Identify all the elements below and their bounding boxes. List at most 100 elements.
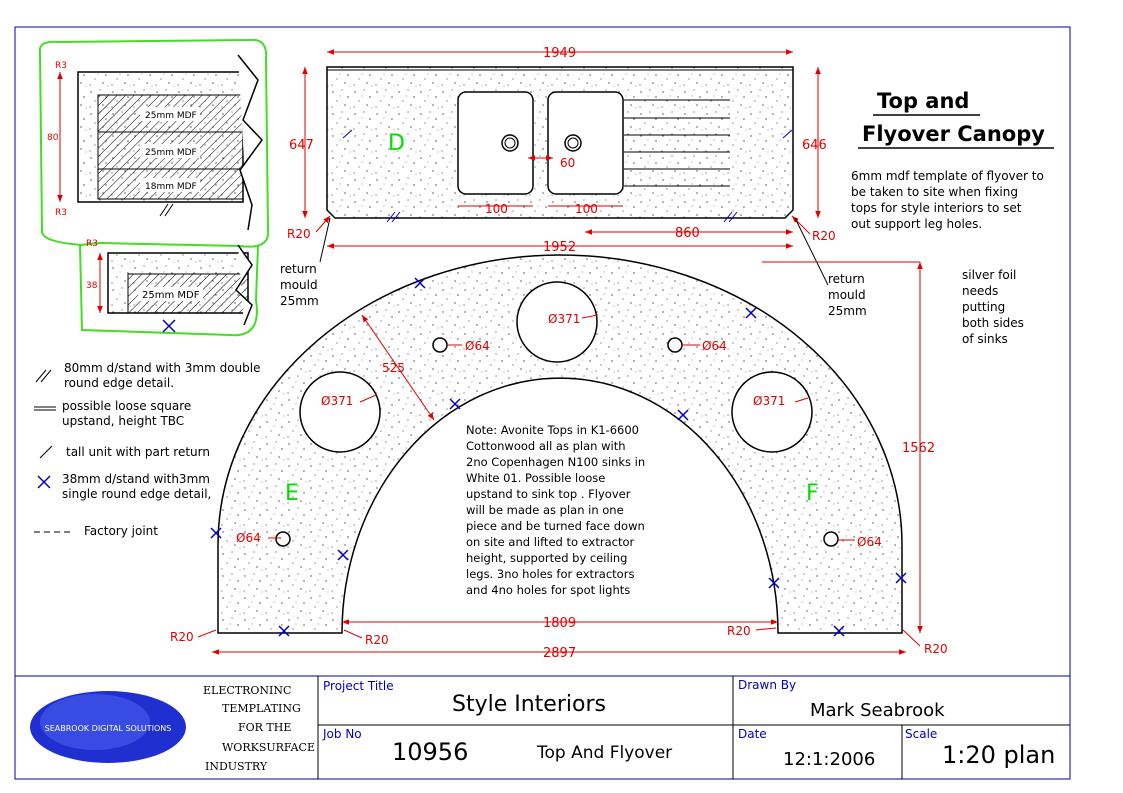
main-note-5: upstand to sink top . Flyover [466, 487, 631, 501]
return-mould-right-3: 25mm [828, 304, 867, 318]
dim-647: 647 [289, 138, 314, 153]
company-line-1: ELECTRONINC [203, 684, 291, 697]
project-title: Style Interiors [452, 692, 606, 717]
legend-2-line1: possible loose square [62, 399, 191, 413]
detail1-symbol-b [164, 203, 174, 217]
date-label: Date [738, 727, 767, 741]
sink-right-waste [564, 134, 582, 152]
legend-1-line1: 80mm d/stand with 3mm double [64, 361, 260, 375]
dim-1562: 1562 [902, 441, 935, 456]
main-note-3: 2no Copenhagen N100 sinks in [466, 455, 645, 469]
main-note-8: on site and lifted to extractor [466, 535, 635, 549]
template-note-3: tops for style interiors to set [851, 201, 1022, 215]
company-line-2: TEMPLATING [222, 702, 301, 715]
company-line-3: FOR THE [238, 721, 291, 734]
hole-left-leader [359, 394, 377, 403]
detail1-height: 80 [47, 133, 59, 143]
main-note-1: Note: Avonite Tops in K1-6600 [466, 423, 639, 437]
dim-525: 525 [382, 361, 405, 375]
sheet-frame [14, 26, 1071, 780]
detail2-height: 38 [86, 281, 98, 291]
d-tall-unit-right [782, 129, 793, 139]
worktop-d [302, 49, 829, 286]
project-title-label: Project Title [323, 679, 394, 693]
return-mould-left-2: mould [280, 278, 318, 292]
detail1-layer2-label: 25mm MDF [145, 148, 197, 158]
detail1-label-bg2 [140, 144, 200, 158]
company-line-5: INDUSTRY [205, 760, 268, 773]
r20-inner-left: R20 [365, 633, 389, 647]
r20-top-left-leader [315, 215, 331, 233]
detail1-layer1-label: 25mm MDF [145, 111, 197, 121]
sink-left-waste [501, 134, 519, 152]
r20-outer-right: R20 [924, 642, 948, 656]
sink-right [547, 91, 624, 195]
flyover-arc [197, 254, 923, 655]
legend-double-slash-b [40, 369, 52, 383]
detail2-r-top: R3 [86, 239, 98, 249]
detail1-symbol-a [159, 203, 169, 217]
detail1-r-top: R3 [55, 61, 67, 71]
return-mould-right-1: return [828, 272, 865, 286]
scale-label: Scale [905, 727, 937, 741]
dim-525-line [361, 314, 435, 421]
sink-left [457, 91, 534, 195]
detail1-layer3-label: 18mm MDF [145, 182, 197, 192]
edge-detail-group [38, 38, 270, 337]
return-mould-right-leader [794, 217, 829, 286]
d-edge-mark-a [386, 211, 396, 223]
detail2-layer-label: 25mm MDF [142, 290, 200, 301]
extractor-hole-right [731, 371, 813, 453]
spot-bottom-left-dim: Ø64 [236, 531, 261, 545]
detail2-cross-b [162, 319, 176, 333]
detail2-label-bg [138, 287, 203, 301]
logo-text: SEABROOK DIGITAL SOLUTIONS [45, 724, 172, 733]
r20-outer-right-leader [902, 629, 921, 647]
template-note-2: be taken to site when fixing [851, 185, 1018, 199]
spot-hole-bottom-right [823, 531, 839, 547]
spot-hole-top-right [667, 337, 683, 353]
detail-outline [38, 38, 270, 337]
edge-crosses [210, 277, 907, 637]
job-no: 10956 [392, 738, 468, 766]
return-mould-left-3: 25mm [280, 294, 319, 308]
r20-inner-left-leader [343, 629, 363, 639]
r20-inner-right-leader [755, 627, 777, 631]
drawing-title-line2: Flyover Canopy [862, 122, 1045, 146]
legend-1-line2: round edge detail. [64, 376, 174, 390]
main-note-9: height, supported by ceiling [466, 551, 627, 565]
detail1-break-line [237, 54, 263, 231]
drawn-by-label: Drawn By [738, 678, 796, 692]
r20-outer-left-leader [197, 629, 217, 638]
spot-top-right-dim: Ø64 [702, 339, 727, 353]
sink-right-waste-inner [567, 137, 579, 149]
r20-top-left: R20 [287, 227, 311, 241]
hole-right-leader [794, 397, 809, 403]
foil-note-4: both sides [962, 316, 1024, 330]
main-note-10: legs. 3no holes for extractors [466, 567, 634, 581]
detail1-label-bg3 [140, 178, 200, 192]
foil-note-2: needs [962, 284, 998, 298]
r20-outer-left: R20 [170, 630, 194, 644]
main-note-7: piece and be turned face down [466, 519, 645, 533]
legend-3-line1: tall unit with part return [66, 445, 210, 459]
template-note-1: 6mm mdf template of flyover to [851, 169, 1044, 183]
r20-top-right: R20 [812, 229, 836, 243]
section-d-label: D [388, 131, 405, 156]
legend-cross-b [37, 475, 51, 489]
scale: 1:20 plan [942, 741, 1055, 769]
company-line-4: WORKSURFACE [222, 741, 315, 754]
legend-4-line1: 38mm d/stand with3mm [62, 472, 210, 486]
d-edge-mark-c [723, 211, 733, 223]
main-note-2: Cottonwood all as plan with [466, 439, 626, 453]
main-note-6: will be made as plan in one [466, 503, 624, 517]
dim-100-right: 100 [575, 202, 598, 216]
legend-5-line1: Factory joint [84, 524, 158, 538]
dim-2897: 2897 [543, 646, 576, 661]
dim-100-left: 100 [485, 202, 508, 216]
spot-hole-top-left [432, 337, 448, 353]
legend-double-slash-a [35, 369, 47, 383]
r20-inner-right: R20 [727, 624, 751, 638]
job-no-label: Job No [322, 727, 362, 741]
